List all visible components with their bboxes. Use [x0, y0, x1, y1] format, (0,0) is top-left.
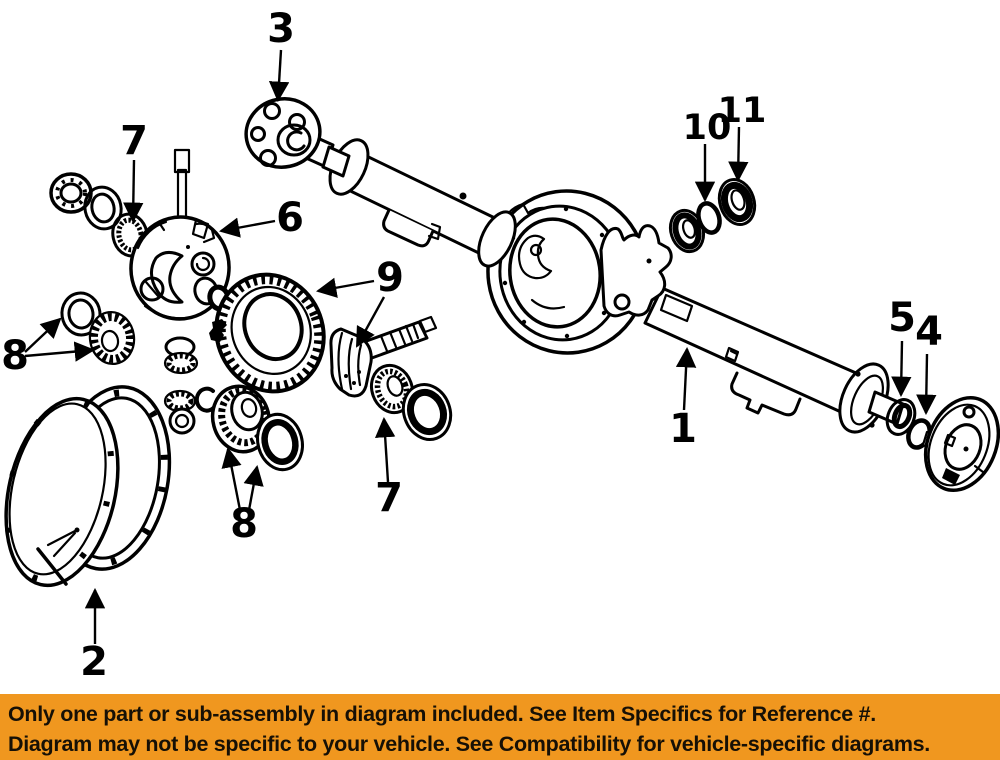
- callout-8-left: 8: [1, 317, 96, 379]
- callout-label: 9: [376, 255, 404, 301]
- axle-tube-left: [328, 138, 517, 268]
- differential-cover: [4, 396, 120, 588]
- pinion-gear: [329, 315, 438, 398]
- pinion-bearing-lower: [369, 363, 453, 441]
- callout-label: 5: [888, 295, 916, 341]
- callout-label: 8: [230, 501, 258, 547]
- callout-label: 7: [375, 475, 403, 521]
- spider-gear-parts: [163, 319, 227, 435]
- callout-label: 11: [718, 91, 767, 131]
- callout-4: 4: [915, 309, 943, 416]
- pinion-bearing-and-seal: [668, 178, 757, 254]
- companion-flange: [244, 97, 351, 178]
- callout-label: 10: [683, 108, 732, 148]
- callout-7-top: 7: [120, 118, 148, 224]
- callout-1: 1: [669, 346, 697, 452]
- callout-label: 3: [267, 6, 295, 52]
- parts-diagram: 3 7 6 10 11 9: [1, 6, 1000, 685]
- callout-8-bottom: 8: [221, 446, 264, 547]
- callout-3: 3: [267, 6, 295, 103]
- axle-shaft-end: [838, 362, 1000, 493]
- callout-label: 7: [120, 118, 148, 164]
- callout-6: 6: [218, 195, 304, 241]
- callout-2: 2: [80, 587, 108, 685]
- callout-label: 1: [669, 406, 697, 452]
- ring-gear: [214, 272, 326, 394]
- axle-tube-right: [643, 286, 858, 417]
- side-gear-bottom: [210, 384, 304, 472]
- callout-5: 5: [888, 295, 916, 398]
- callout-10: 10: [683, 108, 732, 203]
- callouts: 3 7 6 10 11 9: [1, 6, 943, 685]
- housing-top-bracket: [599, 224, 673, 318]
- callout-label: 8: [1, 333, 29, 379]
- disclaimer-banner: Only one part or sub-assembly in diagram…: [0, 694, 1000, 760]
- differential-carrier: [129, 148, 231, 321]
- callout-9: 9: [315, 255, 404, 348]
- callout-label: 6: [276, 195, 304, 241]
- callout-label: 4: [915, 309, 943, 355]
- callout-7-bottom: 7: [374, 416, 403, 521]
- callout-11: 11: [718, 91, 767, 183]
- disclaimer-line-1: Only one part or sub-assembly in diagram…: [8, 702, 876, 726]
- callout-label: 2: [80, 639, 108, 685]
- wheel-hub-flange: [923, 395, 1000, 493]
- disclaimer-line-2: Diagram may not be specific to your vehi…: [8, 732, 930, 756]
- side-gear-left: [60, 291, 136, 366]
- differential-housing: [486, 189, 673, 355]
